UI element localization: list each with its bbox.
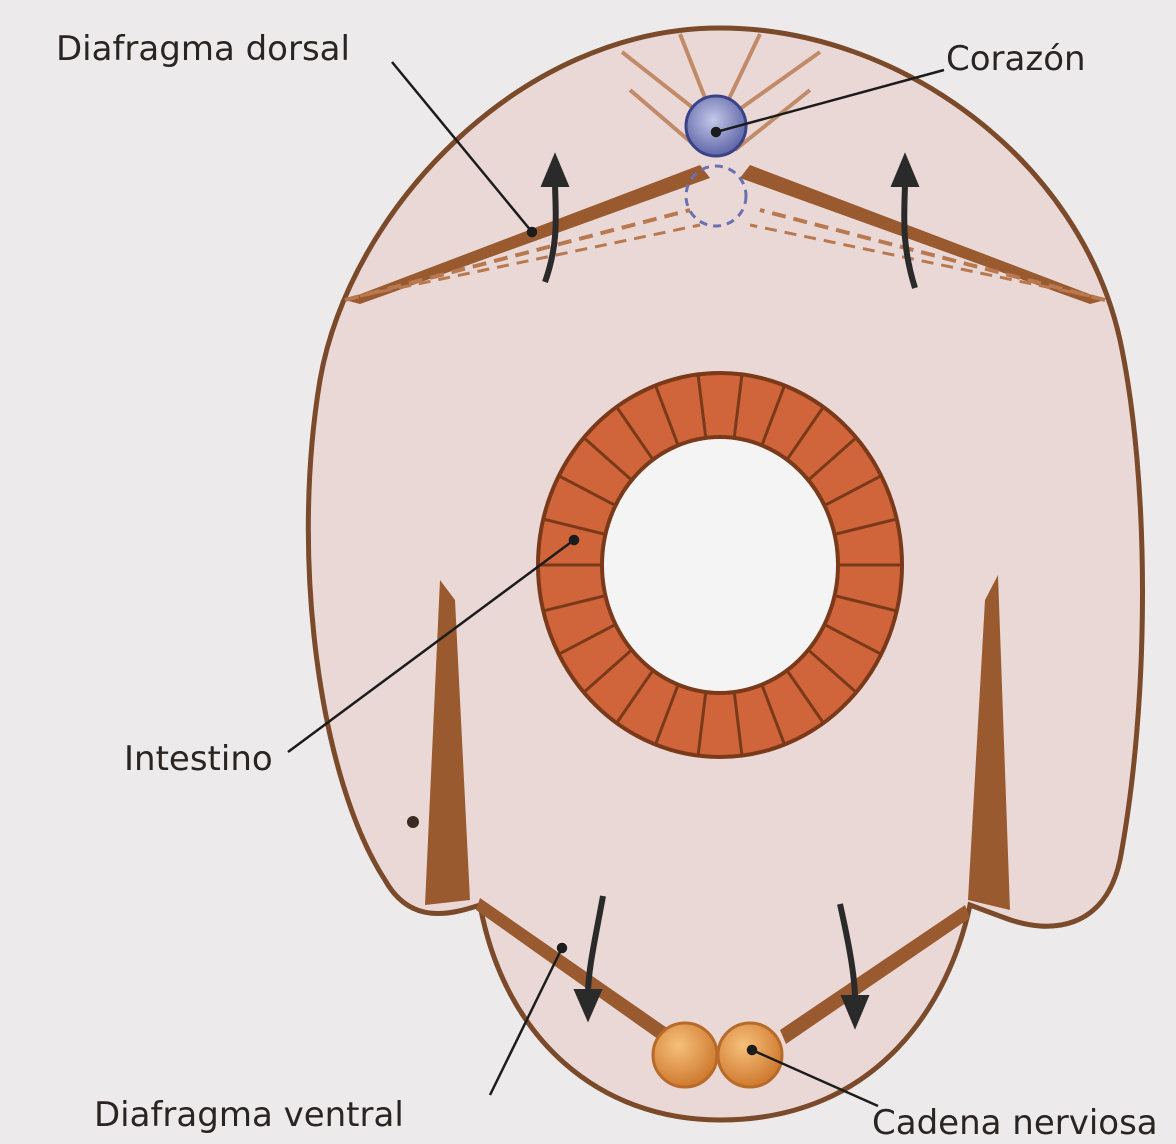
ventral-diaphragm-label: Diafragma ventral (94, 1098, 404, 1132)
intestine (538, 373, 902, 757)
nerve-cord-label: Cadena nerviosa (872, 1106, 1158, 1140)
small-dot (407, 816, 419, 828)
dorsal-diaphragm-label: Diafragma dorsal (56, 32, 350, 66)
intestine-label: Intestino (124, 742, 273, 776)
heart-label: Corazón (946, 42, 1086, 76)
